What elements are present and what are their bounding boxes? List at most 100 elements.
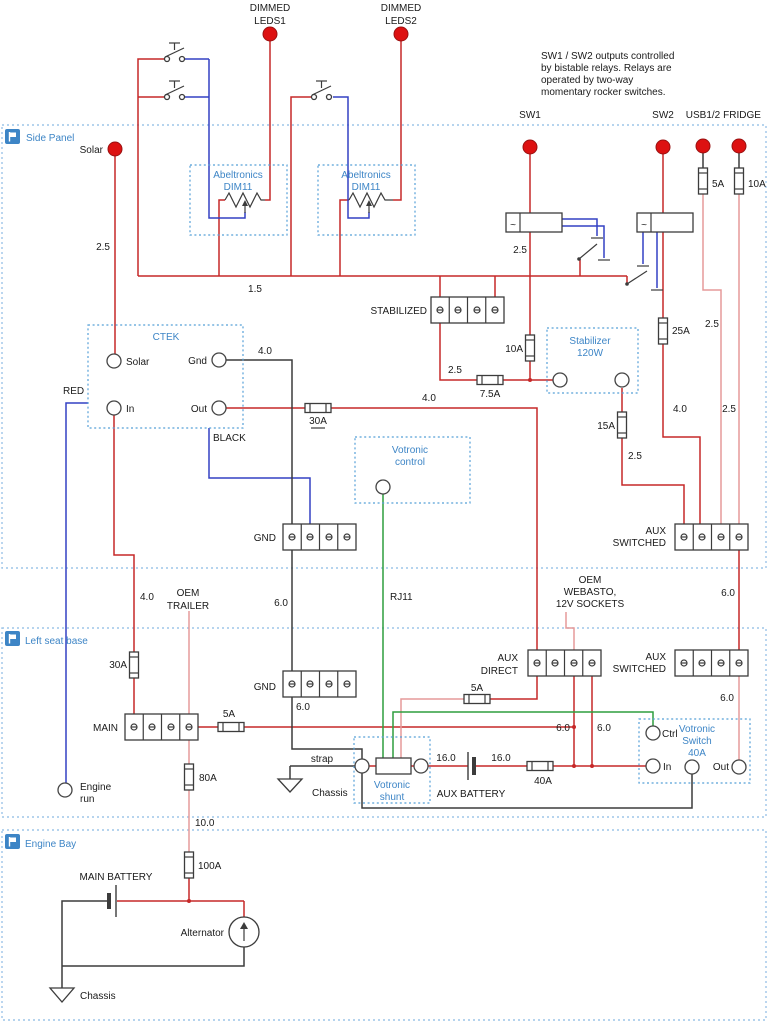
wire-ctek-in-down (113, 415, 135, 652)
dimmed-leds1-label2: LEDS1 (254, 16, 286, 27)
stabilized-label: STABILIZED (371, 306, 428, 317)
wire-auxdirect-sense-b (400, 698, 464, 758)
switch-ctrl-terminal (645, 725, 661, 741)
black-wire-label: BLACK (213, 433, 246, 444)
wire-switch3-feed (290, 96, 312, 276)
gauge-2-5-solar: 2.5 (96, 242, 110, 253)
fuse-30a-out-label: 30A (309, 416, 327, 427)
green-wires (382, 494, 654, 758)
fuse-15a (616, 411, 628, 439)
aux-direct-block (527, 649, 602, 677)
fuse-40a (526, 760, 554, 772)
junction (528, 378, 532, 382)
sw1-dot (522, 139, 538, 155)
toggle-switch-1 (577, 237, 610, 261)
gnd-seat-label: GND (254, 682, 276, 693)
switch-ctrl-label: Ctrl (662, 729, 678, 740)
fuse-80a-label: 80A (199, 773, 217, 784)
votronic-shunt-label2: shunt (380, 792, 405, 803)
fuse-15a-label: 15A (597, 421, 615, 432)
aux-direct-label2: DIRECT (481, 666, 518, 677)
fuse-5a-sense-label: 5A (471, 683, 484, 694)
wire-switch-gnd (361, 773, 693, 809)
switch-in-terminal (645, 758, 661, 774)
flag-icon (4, 630, 21, 647)
rocker-switch-1 (163, 42, 186, 63)
gauge-6-0-gnd: 6.0 (274, 598, 288, 609)
section-side-panel (1, 124, 767, 569)
wire-auxdirect-sense-a (490, 676, 538, 700)
gauge-2-5-stab: 2.5 (448, 365, 462, 376)
votronic-switch-label: Votronic (679, 724, 715, 735)
relay-sw2: ~ (636, 212, 694, 233)
wire-25a-auxsw (662, 344, 701, 524)
rocker-switch-2 (163, 80, 186, 101)
solar-label: Solar (80, 145, 104, 156)
wire-alternator-return (62, 947, 245, 967)
gnd-block-seat (282, 670, 357, 698)
gauge-4-0-out: 4.0 (422, 393, 436, 404)
wire-dim1-control (208, 59, 246, 219)
gauge-6-0-t4: 6.0 (597, 723, 611, 734)
main-label: MAIN (93, 723, 118, 734)
rocker-switch-3 (310, 80, 333, 101)
main-battery-symbol (107, 885, 117, 917)
relay-sw1: ~ (505, 212, 563, 233)
junction (572, 764, 576, 768)
switch-out-terminal (731, 759, 747, 775)
fuse-100a-label: 100A (198, 861, 222, 872)
aux-direct-label: AUX (497, 653, 518, 664)
gauge-6-0-t3: 6.0 (556, 723, 570, 734)
ctek-out-label: Out (191, 404, 207, 415)
wire-gnd-shunt (291, 697, 363, 759)
fuse-30a-seat-label: 30A (109, 660, 127, 671)
oem-webasto-label: OEM (579, 575, 602, 586)
shunt-right-terminal (413, 758, 429, 774)
wire-usb-down (702, 194, 722, 524)
fuse-40a-label: 40A (534, 776, 552, 787)
abeltronics2-label: Abeltronics (341, 170, 390, 181)
wire-leds1 (265, 41, 271, 201)
fuse-25a-label: 25A (672, 326, 690, 337)
fuse-10a-sw1 (524, 334, 536, 362)
stabilized-block (430, 296, 505, 324)
fuse-10a-label: 10A (505, 344, 523, 355)
wire-relay1-coil-b (562, 225, 605, 258)
wire-black-gnd (208, 428, 311, 524)
gauge-1-5: 1.5 (248, 284, 262, 295)
wire-15a-auxsw (621, 438, 685, 524)
wire-stabilized-7a5 (439, 323, 477, 381)
wire-relay1-coil-a (562, 218, 598, 236)
wire-webasto-feed (565, 612, 575, 650)
fuse-5a-main-label: 5A (223, 709, 236, 720)
oem-webasto-label3: 12V SOCKETS (556, 599, 625, 610)
aux-battery-label: AUX BATTERY (437, 789, 506, 800)
flag-icon (4, 128, 21, 145)
wire-dim2-control (333, 96, 370, 219)
fuse-30a-out (304, 402, 332, 414)
alternator-label: Alternator (181, 928, 225, 939)
fuse-5a-usb-label: 5A (712, 179, 725, 190)
stabilizer-label2: 120W (577, 348, 604, 359)
relay-ac-symbol: ~ (641, 220, 647, 231)
gauge-4-0-gnd: 4.0 (258, 346, 272, 357)
wire-ctek-gnd (226, 359, 293, 524)
main-block (124, 713, 199, 741)
usb-dot (695, 138, 711, 154)
switch-out-label: Out (713, 762, 729, 773)
usb-label: USB1/2 (686, 110, 721, 121)
votronic-control-box (354, 436, 471, 504)
chassis-seat-label: Chassis (312, 788, 348, 799)
wire-ctek-out-b (331, 407, 538, 650)
blue-wires (65, 58, 658, 783)
ctek-solar-terminal (106, 353, 122, 369)
oem-trailer-label2: TRAILER (167, 601, 209, 612)
gauge-4-0-in: 4.0 (140, 592, 154, 603)
sw2-label: SW2 (652, 110, 674, 121)
switch-gnd-terminal (684, 759, 700, 775)
shunt-resistor (375, 757, 412, 775)
dimmed-leds2-label: DIMMED (381, 3, 422, 14)
fuse-5a-sense (463, 693, 491, 705)
dimmer-resistor-2 (348, 191, 393, 213)
gauge-6-0-out: 6.0 (720, 693, 734, 704)
